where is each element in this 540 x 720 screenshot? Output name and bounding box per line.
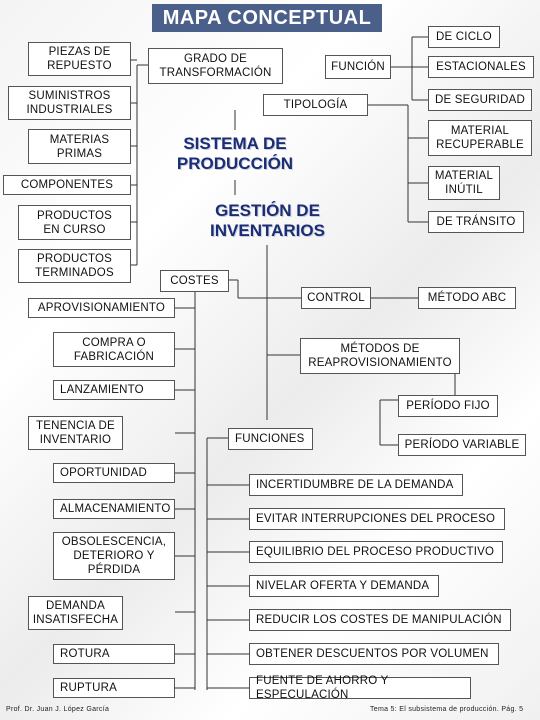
node-metodos-reaprovisionamiento: MÉTODOS DE REAPROVISIONAMIENTO bbox=[300, 338, 460, 374]
node-almacenamiento: ALMACENAMIENTO bbox=[53, 499, 175, 519]
node-estacionales: ESTACIONALES bbox=[428, 56, 534, 78]
node-materias-primas: MATERIAS PRIMAS bbox=[28, 129, 131, 164]
node-obsolescencia: OBSOLESCENCIA, DETERIORO Y PÉRDIDA bbox=[53, 532, 175, 580]
node-componentes: COMPONENTES bbox=[3, 175, 131, 195]
node-sistema-produccion: SISTEMA DE PRODUCCIÓN bbox=[176, 134, 294, 173]
node-material-inutil: MATERIAL INÚTIL bbox=[428, 166, 500, 200]
page-title: MAPA CONCEPTUAL bbox=[152, 4, 382, 32]
node-aprovisionamiento: APROVISIONAMIENTO bbox=[28, 298, 175, 318]
node-periodo-fijo: PERÍODO FIJO bbox=[398, 395, 498, 417]
node-gestion-inventarios: GESTIÓN DE INVENTARIOS bbox=[210, 201, 325, 240]
node-metodo-abc: MÉTODO ABC bbox=[418, 287, 516, 309]
node-productos-curso: PRODUCTOS EN CURSO bbox=[18, 205, 131, 240]
funcion-item: OBTENER DESCUENTOS POR VOLUMEN bbox=[249, 643, 499, 665]
node-productos-terminados: PRODUCTOS TERMINADOS bbox=[18, 249, 131, 283]
funcion-item: REDUCIR LOS COSTES DE MANIPULACIÓN bbox=[249, 609, 511, 631]
funcion-item: NIVELAR OFERTA Y DEMANDA bbox=[249, 575, 439, 597]
node-demanda-insatisfecha: DEMANDA INSATISFECHA bbox=[28, 596, 123, 630]
node-grado-transformacion: GRADO DE TRANSFORMACIÓN bbox=[148, 48, 283, 84]
footer-page: Tema 5: El subsistema de producción. Pág… bbox=[370, 706, 524, 713]
node-periodo-variable: PERÍODO VARIABLE bbox=[398, 434, 526, 456]
node-de-transito: DE TRÁNSITO bbox=[428, 211, 524, 233]
node-control: CONTROL bbox=[301, 287, 371, 309]
funcion-item: INCERTIDUMBRE DE LA DEMANDA bbox=[249, 474, 463, 496]
node-lanzamiento: LANZAMIENTO bbox=[53, 380, 175, 400]
node-tipologia: TIPOLOGÍA bbox=[263, 94, 368, 116]
node-tenencia-inventario: TENENCIA DE INVENTARIO bbox=[28, 416, 123, 450]
node-de-ciclo: DE CICLO bbox=[428, 26, 500, 48]
node-suministros-industriales: SUMINISTROS INDUSTRIALES bbox=[8, 86, 131, 120]
node-funcion: FUNCIÓN bbox=[325, 55, 391, 79]
node-funciones: FUNCIONES bbox=[228, 428, 313, 450]
funcion-item: EVITAR INTERRUPCIONES DEL PROCESO bbox=[249, 508, 505, 530]
node-piezas-repuesto: PIEZAS DE REPUESTO bbox=[28, 42, 131, 76]
node-de-seguridad: DE SEGURIDAD bbox=[428, 89, 532, 111]
node-compra-fabricacion: COMPRA O FABRICACIÓN bbox=[53, 332, 175, 367]
funcion-item: FUENTE DE AHORRO Y ESPECULACIÓN bbox=[249, 675, 471, 701]
footer-author: Prof. Dr. Juan J. López García bbox=[6, 706, 110, 713]
node-costes: COSTES bbox=[160, 270, 229, 292]
node-ruptura: RUPTURA bbox=[53, 678, 175, 698]
funcion-item: EQUILIBRIO DEL PROCESO PRODUCTIVO bbox=[249, 541, 503, 563]
node-material-recuperable: MATERIAL RECUPERABLE bbox=[428, 120, 532, 156]
node-oportunidad: OPORTUNIDAD bbox=[53, 463, 175, 483]
node-rotura: ROTURA bbox=[53, 644, 175, 664]
